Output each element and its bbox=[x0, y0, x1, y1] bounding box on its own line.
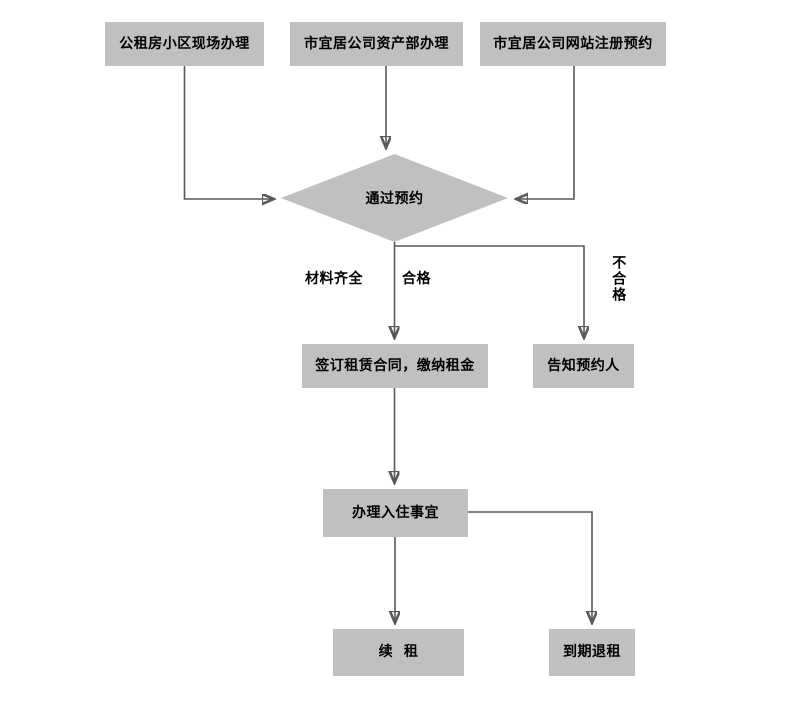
edge-label-not-qualified: 不合格 bbox=[610, 255, 627, 303]
node-sign-contract-pay-rent[interactable]: 签订租赁合同，缴纳租金 bbox=[302, 344, 488, 388]
edge-label-qualified: 合格 bbox=[402, 271, 431, 287]
edge-n3-to-decision bbox=[516, 66, 575, 199]
node-asset-dept-office[interactable]: 市宜居公司资产部办理 bbox=[290, 22, 463, 66]
edge-n1-to-decision bbox=[183, 66, 275, 199]
node-renew-lease[interactable]: 续 租 bbox=[333, 629, 464, 676]
diamond-shape bbox=[281, 154, 508, 242]
node-terminate-lease[interactable]: 到期退租 bbox=[549, 629, 635, 676]
node-decision-appointment[interactable]: 通过预约 bbox=[281, 154, 508, 242]
edge-label-materials-complete: 材料齐全 bbox=[305, 271, 363, 287]
node-handle-checkin[interactable]: 办理入住事宜 bbox=[323, 489, 468, 537]
node-onsite-office[interactable]: 公租房小区现场办理 bbox=[105, 22, 264, 66]
edge-checkin-to-terminate bbox=[468, 511, 592, 623]
node-website-registration[interactable]: 市宜居公司网站注册预约 bbox=[480, 22, 666, 66]
edge-decision-to-notify bbox=[394, 245, 585, 338]
node-notify-applicant[interactable]: 告知预约人 bbox=[533, 344, 634, 388]
